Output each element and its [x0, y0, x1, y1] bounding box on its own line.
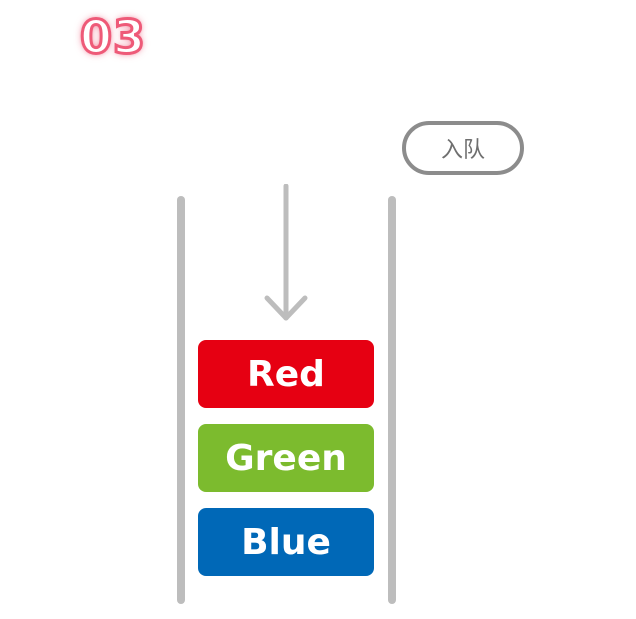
- queue-item-blue: Blue: [198, 508, 374, 576]
- queue-right-wall: [388, 196, 396, 604]
- step-number: 03: [78, 10, 147, 64]
- queue-left-wall: [177, 196, 185, 604]
- queue-item-red: Red: [198, 340, 374, 408]
- arrow-down-icon: [264, 184, 308, 321]
- enqueue-button[interactable]: 入队: [402, 121, 524, 175]
- queue-item-green: Green: [198, 424, 374, 492]
